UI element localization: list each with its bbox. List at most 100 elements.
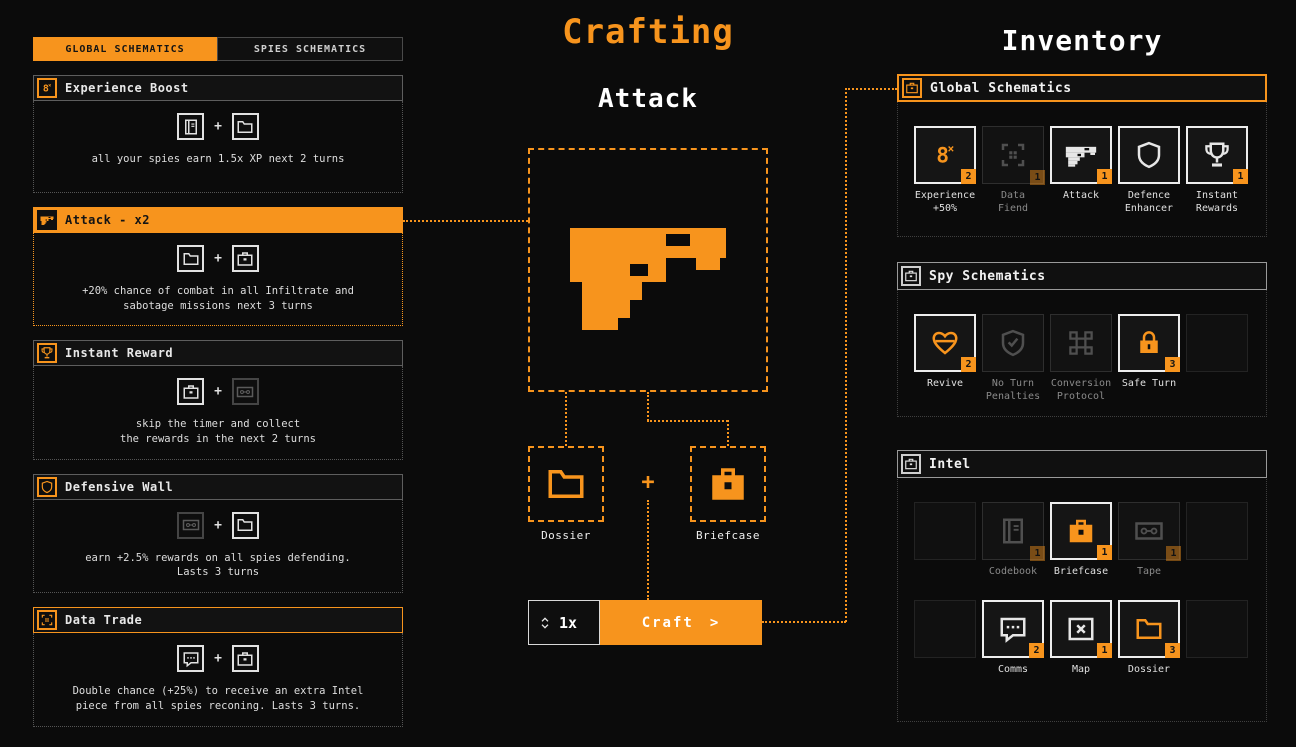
inventory-tile-map[interactable]: 1 [1050, 600, 1112, 658]
tape-icon [177, 511, 205, 539]
shield-icon [37, 476, 57, 497]
craft-button[interactable]: Craft > [600, 600, 762, 645]
inventory-slot: 2 Experience +50% [914, 126, 976, 215]
recipe-card-attack[interactable]: Attack - x2 + +20% chance of combat in a… [33, 207, 403, 327]
inventory-tile-tape[interactable]: 1 [1118, 502, 1181, 561]
inventory-tile-safe-turn[interactable]: 3 [1118, 314, 1180, 372]
item-label: Tape [1136, 566, 1162, 577]
recipe-header: Experience Boost [33, 75, 403, 101]
recipe-description: earn +2.5% rewards on all spies defendin… [85, 551, 351, 579]
section-spy-schematics: Spy Schematics 2 Revive No Turn Penaltie… [897, 262, 1267, 417]
schematics-tabs: GLOBAL SCHEMATICS SPIES SCHEMATICS [33, 37, 403, 61]
item-count-badge: 2 [1029, 643, 1044, 658]
plus-sign: + [214, 384, 222, 400]
section-title: Global Schematics [930, 80, 1072, 96]
inventory-tile-defence-enhancer[interactable] [1118, 126, 1180, 184]
quantity-stepper[interactable]: 1x [528, 600, 600, 645]
plus-sign: + [214, 251, 222, 266]
item-label: Conversion Protocol [1050, 378, 1112, 402]
inventory-tile-briefcase[interactable]: 1 [1050, 502, 1112, 560]
inventory-tile-revive[interactable]: 2 [914, 314, 976, 372]
connector-line [845, 88, 847, 622]
item-label: Attack [1062, 190, 1100, 201]
inventory-tile-empty [1186, 314, 1248, 372]
section-header: Intel [897, 450, 1267, 478]
experience-icon [930, 140, 960, 170]
inventory-tile-conversion-protocol[interactable] [1050, 314, 1112, 372]
inventory-title: Inventory [1001, 24, 1163, 57]
briefcase-icon [902, 78, 922, 98]
recipe-title: Attack - x2 [65, 213, 150, 227]
item-label: Instant Rewards [1195, 190, 1239, 214]
ingredient-label: Briefcase [695, 529, 761, 542]
briefcase-icon [231, 645, 259, 673]
briefcase-icon [901, 266, 921, 286]
recipe-title: Data Trade [65, 613, 143, 628]
selected-recipe-title: Attack [598, 84, 698, 114]
inventory-tile-comms[interactable]: 2 [982, 600, 1044, 658]
section-title: Intel [929, 456, 971, 472]
item-label: No Turn Penalties [985, 378, 1041, 402]
recipe-card-data-trade[interactable]: Data Trade + Double chance (+25%) to rec… [33, 607, 403, 727]
schematics-panel: GLOBAL SCHEMATICS SPIES SCHEMATICS Exper… [33, 37, 403, 727]
inventory-tile-empty [1186, 600, 1248, 658]
plus-sign: + [641, 470, 655, 495]
recipe-card-experience-boost[interactable]: Experience Boost + all your spies earn 1… [33, 75, 403, 193]
item-count-badge: 1 [1097, 545, 1112, 560]
plus-sign: + [214, 517, 222, 533]
inventory-slot: 1 Briefcase [1050, 502, 1112, 578]
item-label: Map [1071, 664, 1091, 675]
inventory-slot: 3 Safe Turn [1118, 314, 1180, 403]
craft-preview-box [528, 148, 768, 392]
item-count-badge: 1 [1097, 169, 1112, 184]
comms-icon [177, 645, 205, 673]
recipe-card-instant-reward[interactable]: Instant Reward + skip the timer and coll… [33, 340, 403, 460]
recipe-card-defensive-wall[interactable]: Defensive Wall + earn +2.5% rewards on a… [33, 473, 403, 594]
inventory-tile-no-turn-penalties[interactable] [982, 314, 1044, 372]
item-count-badge: 1 [1166, 546, 1181, 561]
section-global-schematics: Global Schematics 2 Experience +50% 1 Da… [897, 74, 1267, 237]
section-title: Spy Schematics [929, 268, 1046, 284]
recipe-title: Instant Reward [65, 346, 174, 361]
dossier-icon [231, 511, 259, 539]
item-count-badge: 3 [1165, 357, 1180, 372]
inventory-slot: No Turn Penalties [982, 314, 1044, 403]
connector-line [727, 420, 729, 446]
ingredient-slot-briefcase[interactable] [690, 446, 766, 522]
inventory-slot: 1 Tape [1118, 502, 1181, 578]
tab-global-schematics[interactable]: GLOBAL SCHEMATICS [33, 37, 217, 61]
inventory-tile-experience[interactable]: 2 [914, 126, 976, 184]
ingredient-slot-dossier[interactable] [528, 446, 604, 522]
inventory-tile-instant-rewards[interactable]: 1 [1186, 126, 1248, 184]
recipe-description: all your spies earn 1.5x XP next 2 turns [91, 153, 345, 165]
command-icon [1066, 328, 1096, 358]
recipe-body: + Double chance (+25%) to receive an ext… [33, 633, 403, 727]
trophy-icon [37, 343, 57, 364]
up-down-arrows-icon[interactable] [537, 615, 553, 631]
connector-line [647, 392, 649, 421]
item-label: Experience +50% [914, 190, 976, 214]
recipe-body: + +20% chance of combat in all Infiltrat… [33, 233, 403, 327]
inventory-tile-codebook[interactable]: 1 [982, 502, 1045, 561]
tape-icon [1134, 516, 1164, 546]
heart-icon [930, 328, 960, 358]
recipe-title: Defensive Wall [65, 479, 174, 494]
recipe-header: Data Trade [33, 607, 403, 634]
tab-spies-schematics[interactable]: SPIES SCHEMATICS [217, 37, 403, 61]
inventory-slot: 1 Map [1050, 600, 1112, 676]
map-icon [1066, 614, 1096, 644]
gun-icon [1062, 141, 1100, 169]
briefcase-icon [901, 454, 921, 474]
inventory-tile-data-fiend[interactable]: 1 [982, 126, 1045, 185]
inventory-slot: 2 Comms [982, 600, 1044, 676]
codebook-icon [177, 113, 205, 140]
recipe-body: + skip the timer and collect the rewards… [33, 366, 403, 460]
padlock-icon [1134, 328, 1164, 358]
inventory-tile-attack[interactable]: 1 [1050, 126, 1112, 184]
ingredient-label: Dossier [541, 529, 591, 542]
connector-line [845, 88, 897, 90]
item-count-badge: 2 [961, 169, 976, 184]
inventory-tile-dossier[interactable]: 3 [1118, 600, 1180, 658]
inventory-slot: 1 Codebook [982, 502, 1045, 578]
